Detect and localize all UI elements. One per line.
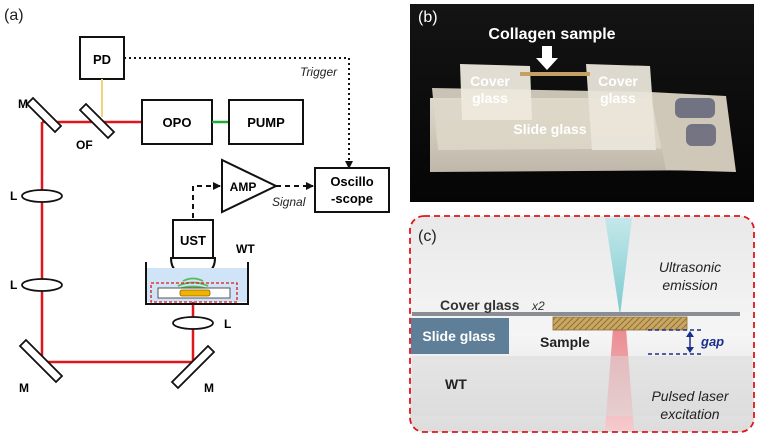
amp-block: [221, 158, 279, 214]
slide-glass-block: [411, 318, 509, 354]
trigger-label: Trigger: [300, 65, 338, 79]
water-tank: [145, 262, 249, 305]
oscilloscope-label-line1: Oscillo: [330, 174, 373, 189]
ultrasonic-emission-label-line1: Ultrasonic: [659, 259, 721, 275]
mirror-label-bottom-right: M: [204, 381, 214, 395]
panel-a-label: (a): [4, 7, 24, 24]
lens-under-tank: [172, 316, 214, 330]
laser-beam-path: [40, 120, 195, 364]
pulsed-laser-label-line1: Pulsed laser: [651, 388, 729, 404]
sample-label: Sample: [540, 334, 590, 350]
of-label: OF: [76, 138, 93, 152]
amp-label: AMP: [230, 180, 257, 194]
oscilloscope-block: [314, 167, 390, 213]
collagen-sample-photo: [520, 72, 590, 76]
lens-label-under-tank: L: [224, 317, 231, 331]
pulsed-laser-label-line2: excitation: [660, 406, 719, 422]
oscilloscope-label-line2: -scope: [331, 191, 373, 206]
gap-arrow-up-icon: [686, 331, 694, 337]
ultrasonic-emission-label-line2: emission: [662, 277, 717, 293]
tank-sample: [179, 289, 211, 297]
ust-label: UST: [180, 233, 206, 248]
pump-label: PUMP: [247, 115, 285, 130]
cover-glass-left-photo: [460, 64, 532, 120]
collagen-arrow-icon: [536, 46, 558, 70]
cover-glass-right-label-line1: Cover: [598, 73, 638, 89]
slide-glass-photo-label: Slide glass: [513, 121, 586, 137]
lens-label-upper-left: L: [10, 189, 17, 203]
mirror-label-bottom-left: M: [19, 381, 29, 395]
lens-label-lower-left: L: [10, 278, 17, 292]
gap-label: gap: [700, 334, 724, 349]
cover-glass-right-photo: [586, 64, 656, 150]
wt-label: WT: [445, 376, 467, 392]
of-element: [78, 102, 116, 140]
slide-ink-marks: [675, 98, 716, 146]
mirror-bottom-left: [18, 338, 64, 384]
panel-c-label: (c): [418, 228, 437, 245]
mirror-bottom-right: [170, 344, 216, 390]
sample-strip: [552, 316, 688, 331]
cover-glass-right-label-line2: glass: [600, 90, 636, 106]
ust-to-amp-line: [192, 182, 221, 218]
ultrasound-beam: [605, 218, 632, 316]
mirror-label-top-left: M: [18, 97, 28, 111]
panel-b-label: (b): [418, 9, 438, 26]
lens-lower-left: [21, 278, 63, 292]
pd-label: PD: [93, 52, 111, 67]
tank-sample-highlight: [150, 282, 238, 303]
cover-glass-left-label-line1: Cover: [470, 73, 510, 89]
water-tank-label: WT: [236, 242, 255, 256]
opo-block: [141, 99, 213, 145]
water-region: [412, 356, 752, 416]
lens-upper-left: [21, 189, 63, 203]
panel-b: (b) Collagen sample Cover glass Cover gl…: [410, 4, 754, 202]
mirror-top-left: [25, 96, 63, 134]
cover-glass-strip: [412, 312, 740, 316]
collagen-sample-label: Collagen sample: [488, 26, 615, 43]
cover-glass-left-label-line2: glass: [472, 90, 508, 106]
cover-glass-multiplier: x2: [531, 299, 545, 313]
slide-glass-label: Slide glass: [422, 328, 495, 344]
trigger-path: [124, 57, 353, 169]
opo-label: OPO: [163, 115, 192, 130]
pump-block: [228, 99, 304, 145]
cover-glass-label: Cover glass: [440, 297, 520, 313]
panel-c: (c) Ultrasonic emission Cover glass x2 S…: [409, 215, 755, 433]
gap-arrow-down-icon: [686, 347, 694, 353]
panel-a: (a) PD Trigger OPO PUMP OF M M: [4, 7, 390, 395]
signal-label: Signal: [272, 195, 306, 209]
